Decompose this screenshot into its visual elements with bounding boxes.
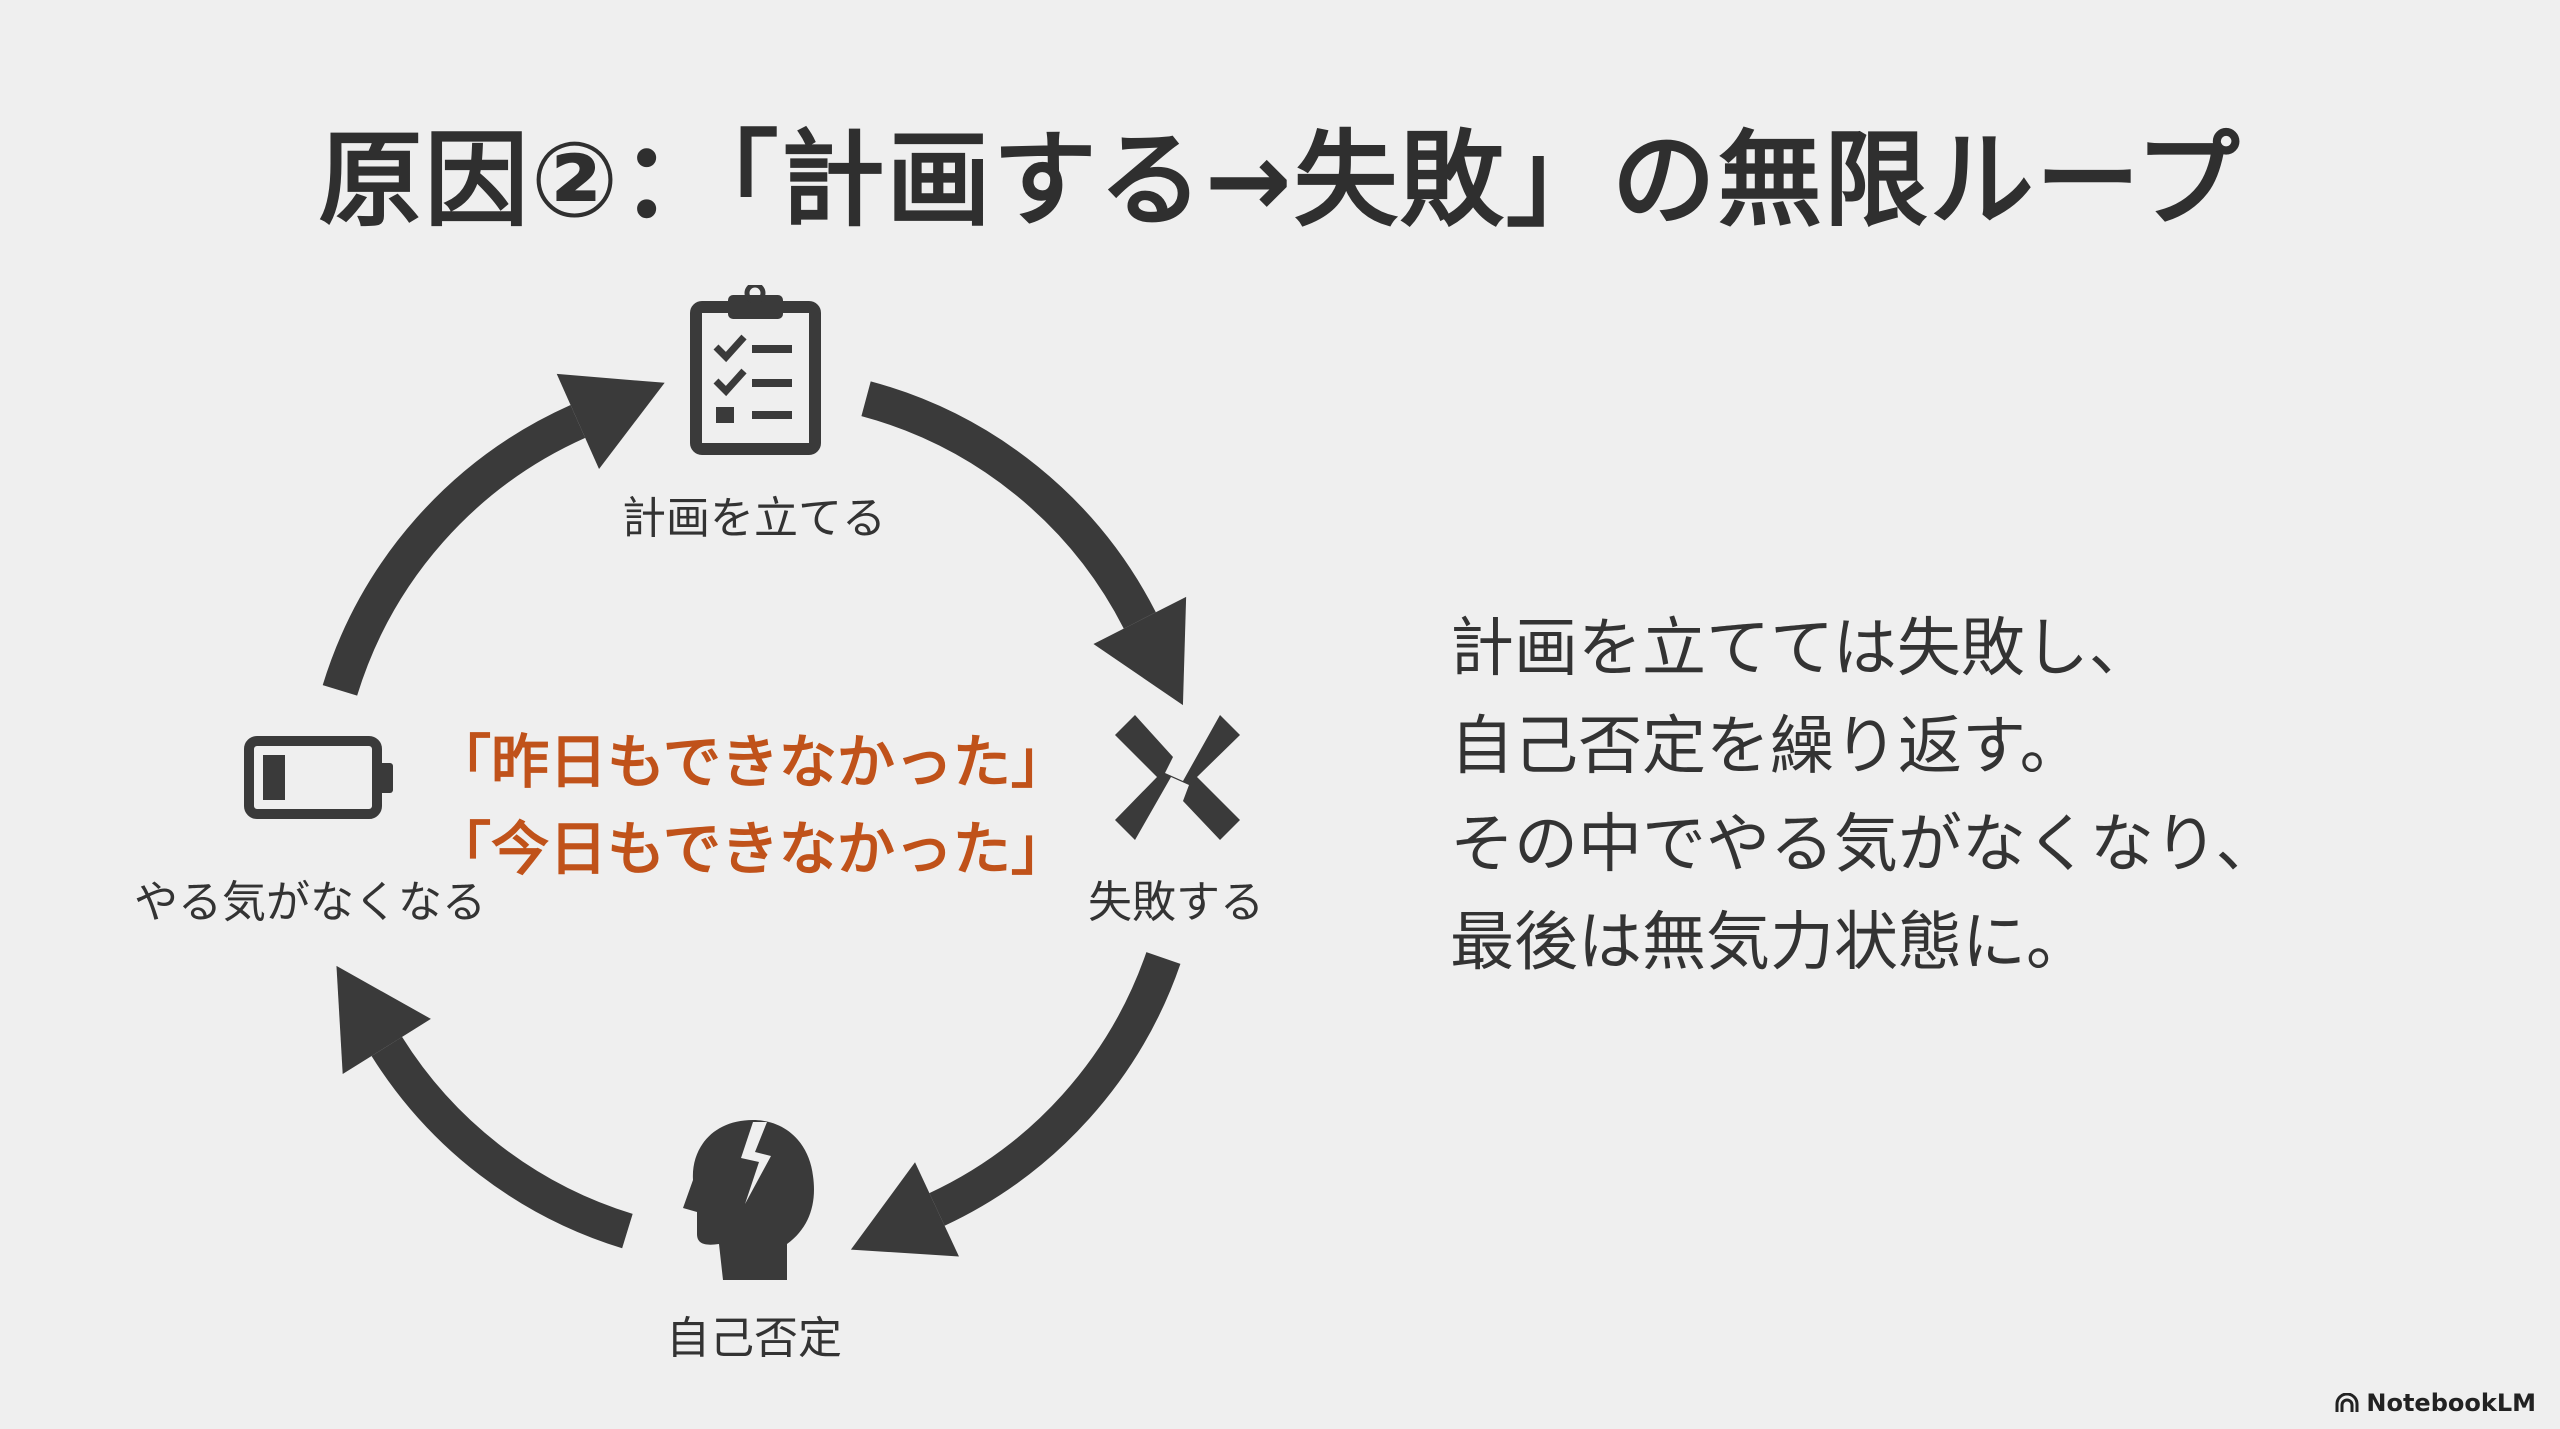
description-line: その中でやる気がなくなり、 xyxy=(1450,808,2280,882)
arrow-to-lose-motivation xyxy=(371,1036,633,1249)
low-battery-icon xyxy=(244,736,393,819)
notebooklm-brand: NotebookLM xyxy=(2334,1389,2536,1417)
description-line: 計画を立てては失敗し、 xyxy=(1450,612,2153,686)
arrow-to-plan-head xyxy=(556,373,665,469)
step-label-fail: 失敗する xyxy=(1088,877,1264,928)
quote-yesterday: 「昨日もできなかった」 xyxy=(433,728,1069,796)
notebooklm-logo-icon xyxy=(2335,1393,2359,1412)
step-label-plan: 計画を立てる xyxy=(622,493,886,544)
cracked-head-icon xyxy=(683,1120,814,1280)
quote-today: 「今日もできなかった」 xyxy=(433,815,1069,883)
arrow-to-fail-head xyxy=(1093,596,1187,706)
arrow-to-lose-motivation-head xyxy=(336,965,431,1075)
description-line: 最後は無気力状態に。 xyxy=(1450,906,2090,980)
description: 計画を立てては失敗し、 自己否定を繰り返す。 その中でやる気がなくなり、 最後は… xyxy=(1450,600,2279,992)
broken-x-icon xyxy=(1115,715,1240,840)
arrow-to-self-denial-head xyxy=(850,1162,959,1257)
arrow-to-fail xyxy=(861,381,1156,629)
description-line: 自己否定を繰り返す。 xyxy=(1450,710,2084,784)
step-label-lose-motivation: やる気がなくなる xyxy=(134,877,486,928)
step-label-self-denial: 自己否定 xyxy=(666,1313,842,1364)
clipboard-checklist-icon xyxy=(690,285,821,455)
page-title: 原因②：「計画する→失敗」の無限ループ xyxy=(318,119,2242,241)
arrow-to-self-denial xyxy=(929,952,1181,1226)
arrow-to-plan xyxy=(322,404,586,696)
brand-name: NotebookLM xyxy=(2366,1389,2536,1417)
